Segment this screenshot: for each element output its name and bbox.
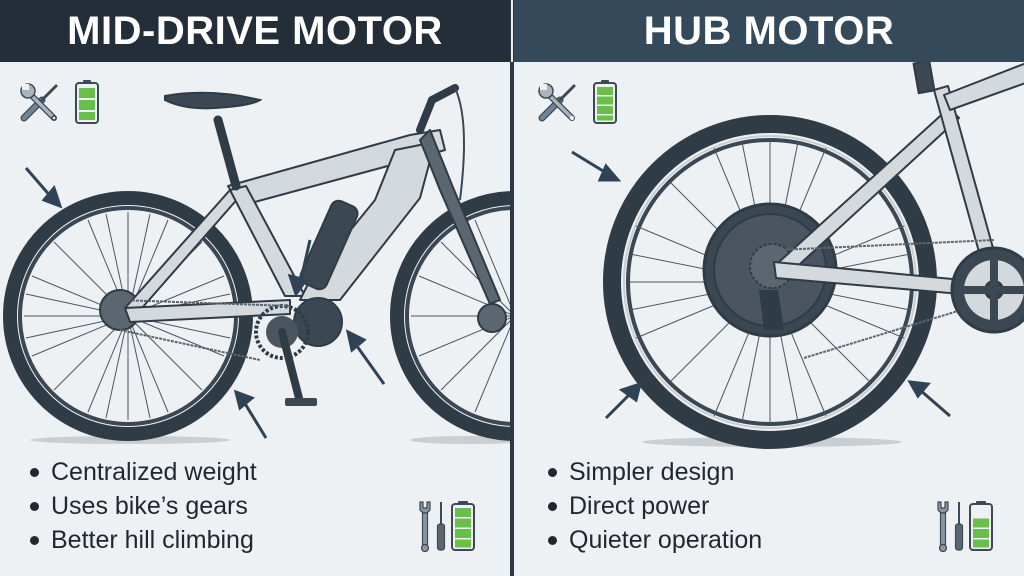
panel-divider	[510, 0, 514, 576]
bullet-item: Direct power	[548, 489, 762, 523]
battery-full-icon	[75, 80, 99, 124]
wrench-icon	[419, 501, 431, 552]
bike-frame	[773, 62, 1024, 297]
wrench-screwdriver-crossed-icon	[20, 83, 58, 122]
mid-drive-bottom-icons	[418, 500, 476, 552]
wrench-screwdriver-crossed-icon	[538, 83, 576, 122]
bullet-item: Simpler design	[548, 455, 762, 489]
mid-drive-bullets: Centralized weight Uses bike’s gears Bet…	[30, 455, 257, 557]
mid-drive-header: MID-DRIVE MOTOR	[0, 0, 510, 62]
bullet-dot	[30, 501, 39, 511]
chainring	[950, 246, 1024, 334]
battery-full-icon	[593, 80, 617, 124]
screwdriver-icon	[954, 502, 964, 551]
mid-drive-title: MID-DRIVE MOTOR	[67, 8, 443, 53]
battery-full-icon	[451, 501, 475, 551]
mid-drive-bike-illustration	[3, 84, 510, 444]
callout-arrows	[24, 167, 386, 439]
mid-drive-panel: MID-DRIVE MOTOR	[0, 0, 510, 576]
mid-drive-top-icons	[16, 78, 100, 126]
bullet-item: Quieter operation	[548, 523, 762, 557]
hub-motor-top-icons	[534, 78, 618, 126]
hub-motor-header: HUB MOTOR	[514, 0, 1024, 62]
mid-drive-motor	[254, 297, 343, 406]
hub-motor-panel: HUB MOTOR	[514, 0, 1024, 576]
bullet-item: Uses bike’s gears	[30, 489, 257, 523]
front-wheel	[390, 191, 510, 441]
hub-motor-title: HUB MOTOR	[643, 8, 895, 53]
bullet-dot	[548, 501, 557, 511]
hub-motor-bottom-icons	[936, 500, 994, 552]
screwdriver-icon	[436, 502, 446, 551]
wrench-icon	[937, 501, 949, 552]
bullet-dot	[30, 467, 39, 477]
bullet-dot	[548, 535, 557, 545]
battery-partial-icon	[969, 501, 993, 551]
bullet-dot	[548, 467, 557, 477]
bullet-item: Better hill climbing	[30, 523, 257, 557]
bike-frame	[124, 129, 501, 323]
hub-motor-bike-illustration	[571, 62, 1024, 449]
callout-arrows	[571, 150, 951, 420]
hub-motor-bullets: Simpler design Direct power Quieter oper…	[548, 455, 762, 557]
bullet-dot	[30, 535, 39, 545]
bullet-item: Centralized weight	[30, 455, 257, 489]
